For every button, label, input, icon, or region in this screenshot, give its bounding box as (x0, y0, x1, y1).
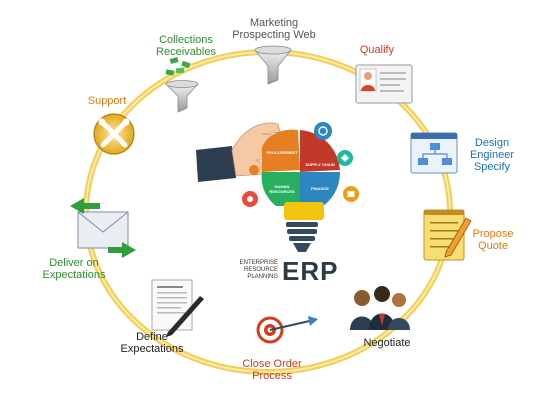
erp-acronym: ERP (282, 256, 339, 286)
puzzle-yellow (284, 202, 324, 220)
satellite-icon-1 (314, 122, 332, 140)
label-negotiate: Negotiate (363, 337, 411, 349)
document-pen-icon (151, 279, 204, 337)
people-group-icon (350, 286, 410, 330)
label-propose-quote: Propose Quote (472, 228, 514, 252)
puzzle-label-procurement: PROCUREMENT (266, 150, 298, 155)
bulb-base-icon (286, 222, 318, 252)
label-marketing-prospecting-web: Marketing Prospecting Web (232, 17, 316, 41)
mail-arrows-icon (70, 198, 136, 258)
contact-card-icon (355, 64, 413, 104)
puzzle-finance (300, 172, 340, 208)
puzzle-label-finance: FINANCE (311, 186, 329, 191)
label-close-order-process: Close Order Process (242, 358, 302, 382)
label-qualify: Qualify (359, 44, 395, 56)
puzzle-human-resources (261, 172, 300, 206)
label-collections-receivables: Collections Receivables (156, 34, 216, 58)
label-define-expectations: Define Expectations (120, 331, 184, 355)
flowchart-window-icon (410, 132, 458, 174)
erp-subtitle: ENTERPRISE RESOURCE PLANNING (239, 260, 278, 280)
puzzle-label-human-resources: HUMAN RESOURCES (269, 184, 295, 194)
label-design-engineer-specify: Design Engineer Specify (469, 137, 515, 173)
puzzle-procurement (262, 129, 300, 172)
satellite-icon-5 (249, 165, 259, 175)
central-bulb-graphic (196, 122, 359, 252)
target-dart-icon (256, 316, 318, 344)
money-funnel-icon (165, 57, 199, 113)
puzzle-supply-chain (300, 130, 340, 172)
puzzle-label-supply-chain: SUPPLY CHAIN (305, 162, 335, 167)
tools-icon (93, 113, 135, 155)
label-support: Support (87, 95, 127, 107)
funnel-icon (254, 45, 292, 85)
notepad-pencil-icon (423, 209, 472, 261)
label-deliver-on-expectations: Deliver on Expectations (42, 257, 106, 281)
